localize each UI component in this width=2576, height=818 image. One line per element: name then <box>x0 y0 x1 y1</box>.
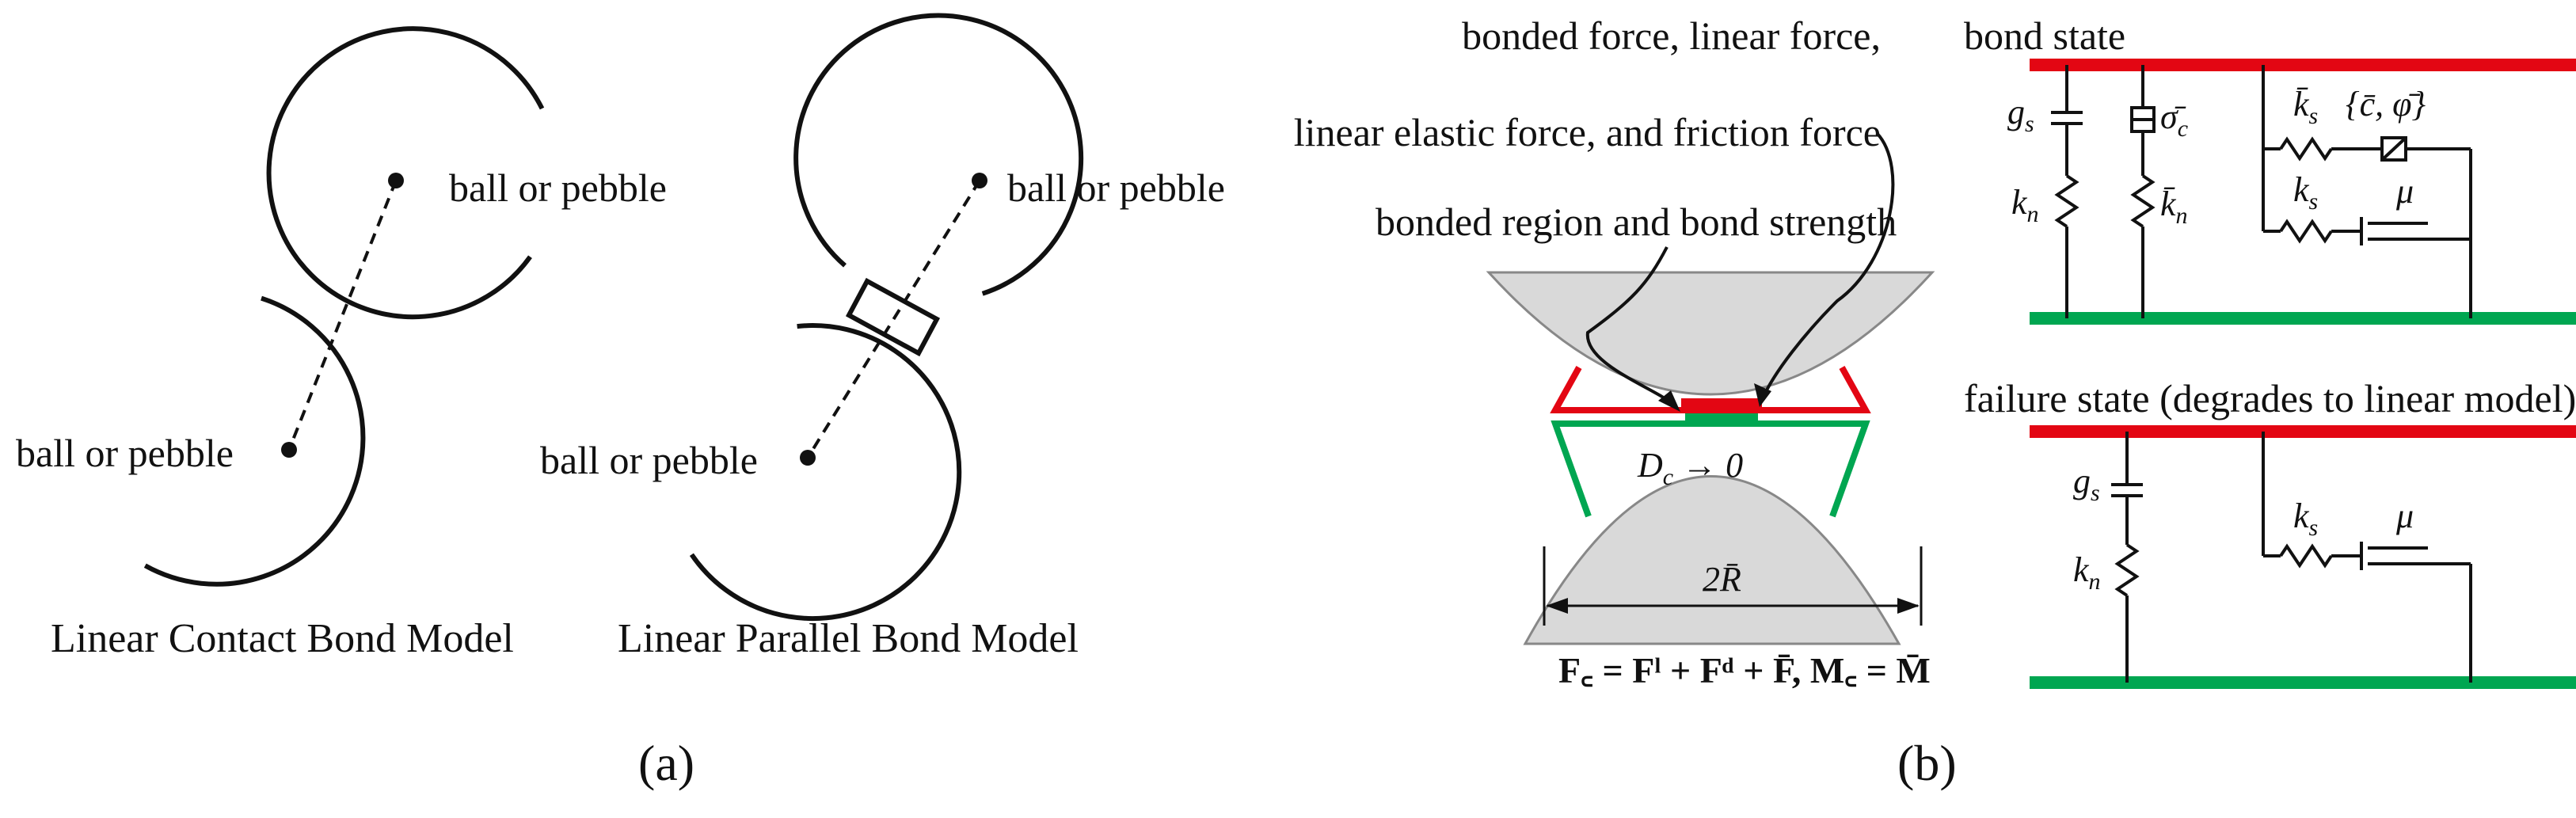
bond-kn-label: kn <box>2011 183 2039 227</box>
top-ball-center <box>388 173 404 188</box>
bond-ks-label: ks <box>2293 170 2318 215</box>
bond-arrowhead <box>1658 390 1680 412</box>
parallel-bond-model: ball or pebble ball or pebble Linear Par… <box>540 13 1225 661</box>
panel-a-label: (a) <box>638 735 694 791</box>
force-arrow <box>1760 131 1895 401</box>
failure-state-title: failure state (degrades to linear model) <box>1964 376 2576 420</box>
parallel-bottom-label: ball or pebble <box>540 438 758 482</box>
top-ball-outline <box>266 26 545 320</box>
force-arrowhead <box>1754 383 1771 407</box>
dc-label: Dc → 0 <box>1637 446 1743 490</box>
contact-bond-caption: Linear Contact Bond Model <box>51 616 514 661</box>
dimension-arrow-right <box>1897 598 1920 614</box>
contact-force-equation: F꜀ = Fˡ + Fᵈ + F̄, M꜀ = M̄ <box>1558 650 1931 691</box>
branch-sigma-knbar <box>2130 65 2156 318</box>
bond-state-circuit: bond state gs kn σ̄c k̄n <box>1964 13 2576 325</box>
branch-shear <box>2262 65 2472 318</box>
bottom-ball-outline <box>689 323 962 622</box>
contact-bottom-label: ball or pebble <box>16 431 234 475</box>
failure-branch-shear <box>2262 432 2472 683</box>
center-connector <box>287 180 398 451</box>
bond-ksbar-label: k̄s <box>2293 85 2318 129</box>
panel-a: ball or pebble ball or pebble Linear Con… <box>16 13 1225 791</box>
bond-gs-label: gs <box>2007 93 2034 137</box>
bottom-ball-center <box>281 442 297 458</box>
failure-gs-label: gs <box>2073 462 2100 506</box>
panel-b-label: (b) <box>1897 735 1957 791</box>
upper-grain <box>1486 271 1935 396</box>
top-ball-center <box>972 173 987 188</box>
center-connector <box>806 179 981 459</box>
failure-kn-label: kn <box>2073 550 2101 595</box>
forces-annotation-line1: bonded force, linear force, <box>1462 13 1881 58</box>
contact-top-label: ball or pebble <box>449 166 667 210</box>
bonded-region-red <box>1681 398 1762 413</box>
panel-b-contact-region: bonded force, linear force, linear elast… <box>1294 13 1957 791</box>
failure-mu-label: μ <box>2395 497 2414 535</box>
dimension-arrow-left <box>1546 598 1568 614</box>
parallel-top-label: ball or pebble <box>1007 166 1225 210</box>
bond-region-annotation: bonded region and bond strength <box>1376 200 1897 244</box>
top-ball-outline <box>793 13 1084 296</box>
contact-bond-model: ball or pebble ball or pebble Linear Con… <box>16 26 667 661</box>
bond-knbar-label: k̄n <box>2160 185 2188 229</box>
failure-state-circuit: failure state (degrades to linear model)… <box>1964 376 2576 689</box>
failure-ks-label: ks <box>2293 497 2318 541</box>
bond-sigma-label: σ̄c <box>2160 97 2188 142</box>
bond-arrow <box>1585 246 1676 407</box>
failure-branch-gs-kn <box>2111 432 2143 683</box>
bottom-ball-center <box>800 450 816 466</box>
parallel-bond-element <box>845 277 941 357</box>
forces-annotation-line2: linear elastic force, and friction force <box>1294 110 1881 154</box>
bond-cphi-label: {c̄, φ̄} <box>2346 85 2426 124</box>
width-label: 2R̄ <box>1703 560 1741 599</box>
parallel-bond-caption: Linear Parallel Bond Model <box>618 616 1079 661</box>
lower-grain <box>1523 475 1901 645</box>
bonded-region-green <box>1685 413 1758 425</box>
bond-state-title: bond state <box>1964 13 2125 58</box>
bottom-ball-outline <box>143 295 366 587</box>
bond-mu-label: μ <box>2395 172 2414 211</box>
branch-gs-kn <box>2051 65 2083 318</box>
